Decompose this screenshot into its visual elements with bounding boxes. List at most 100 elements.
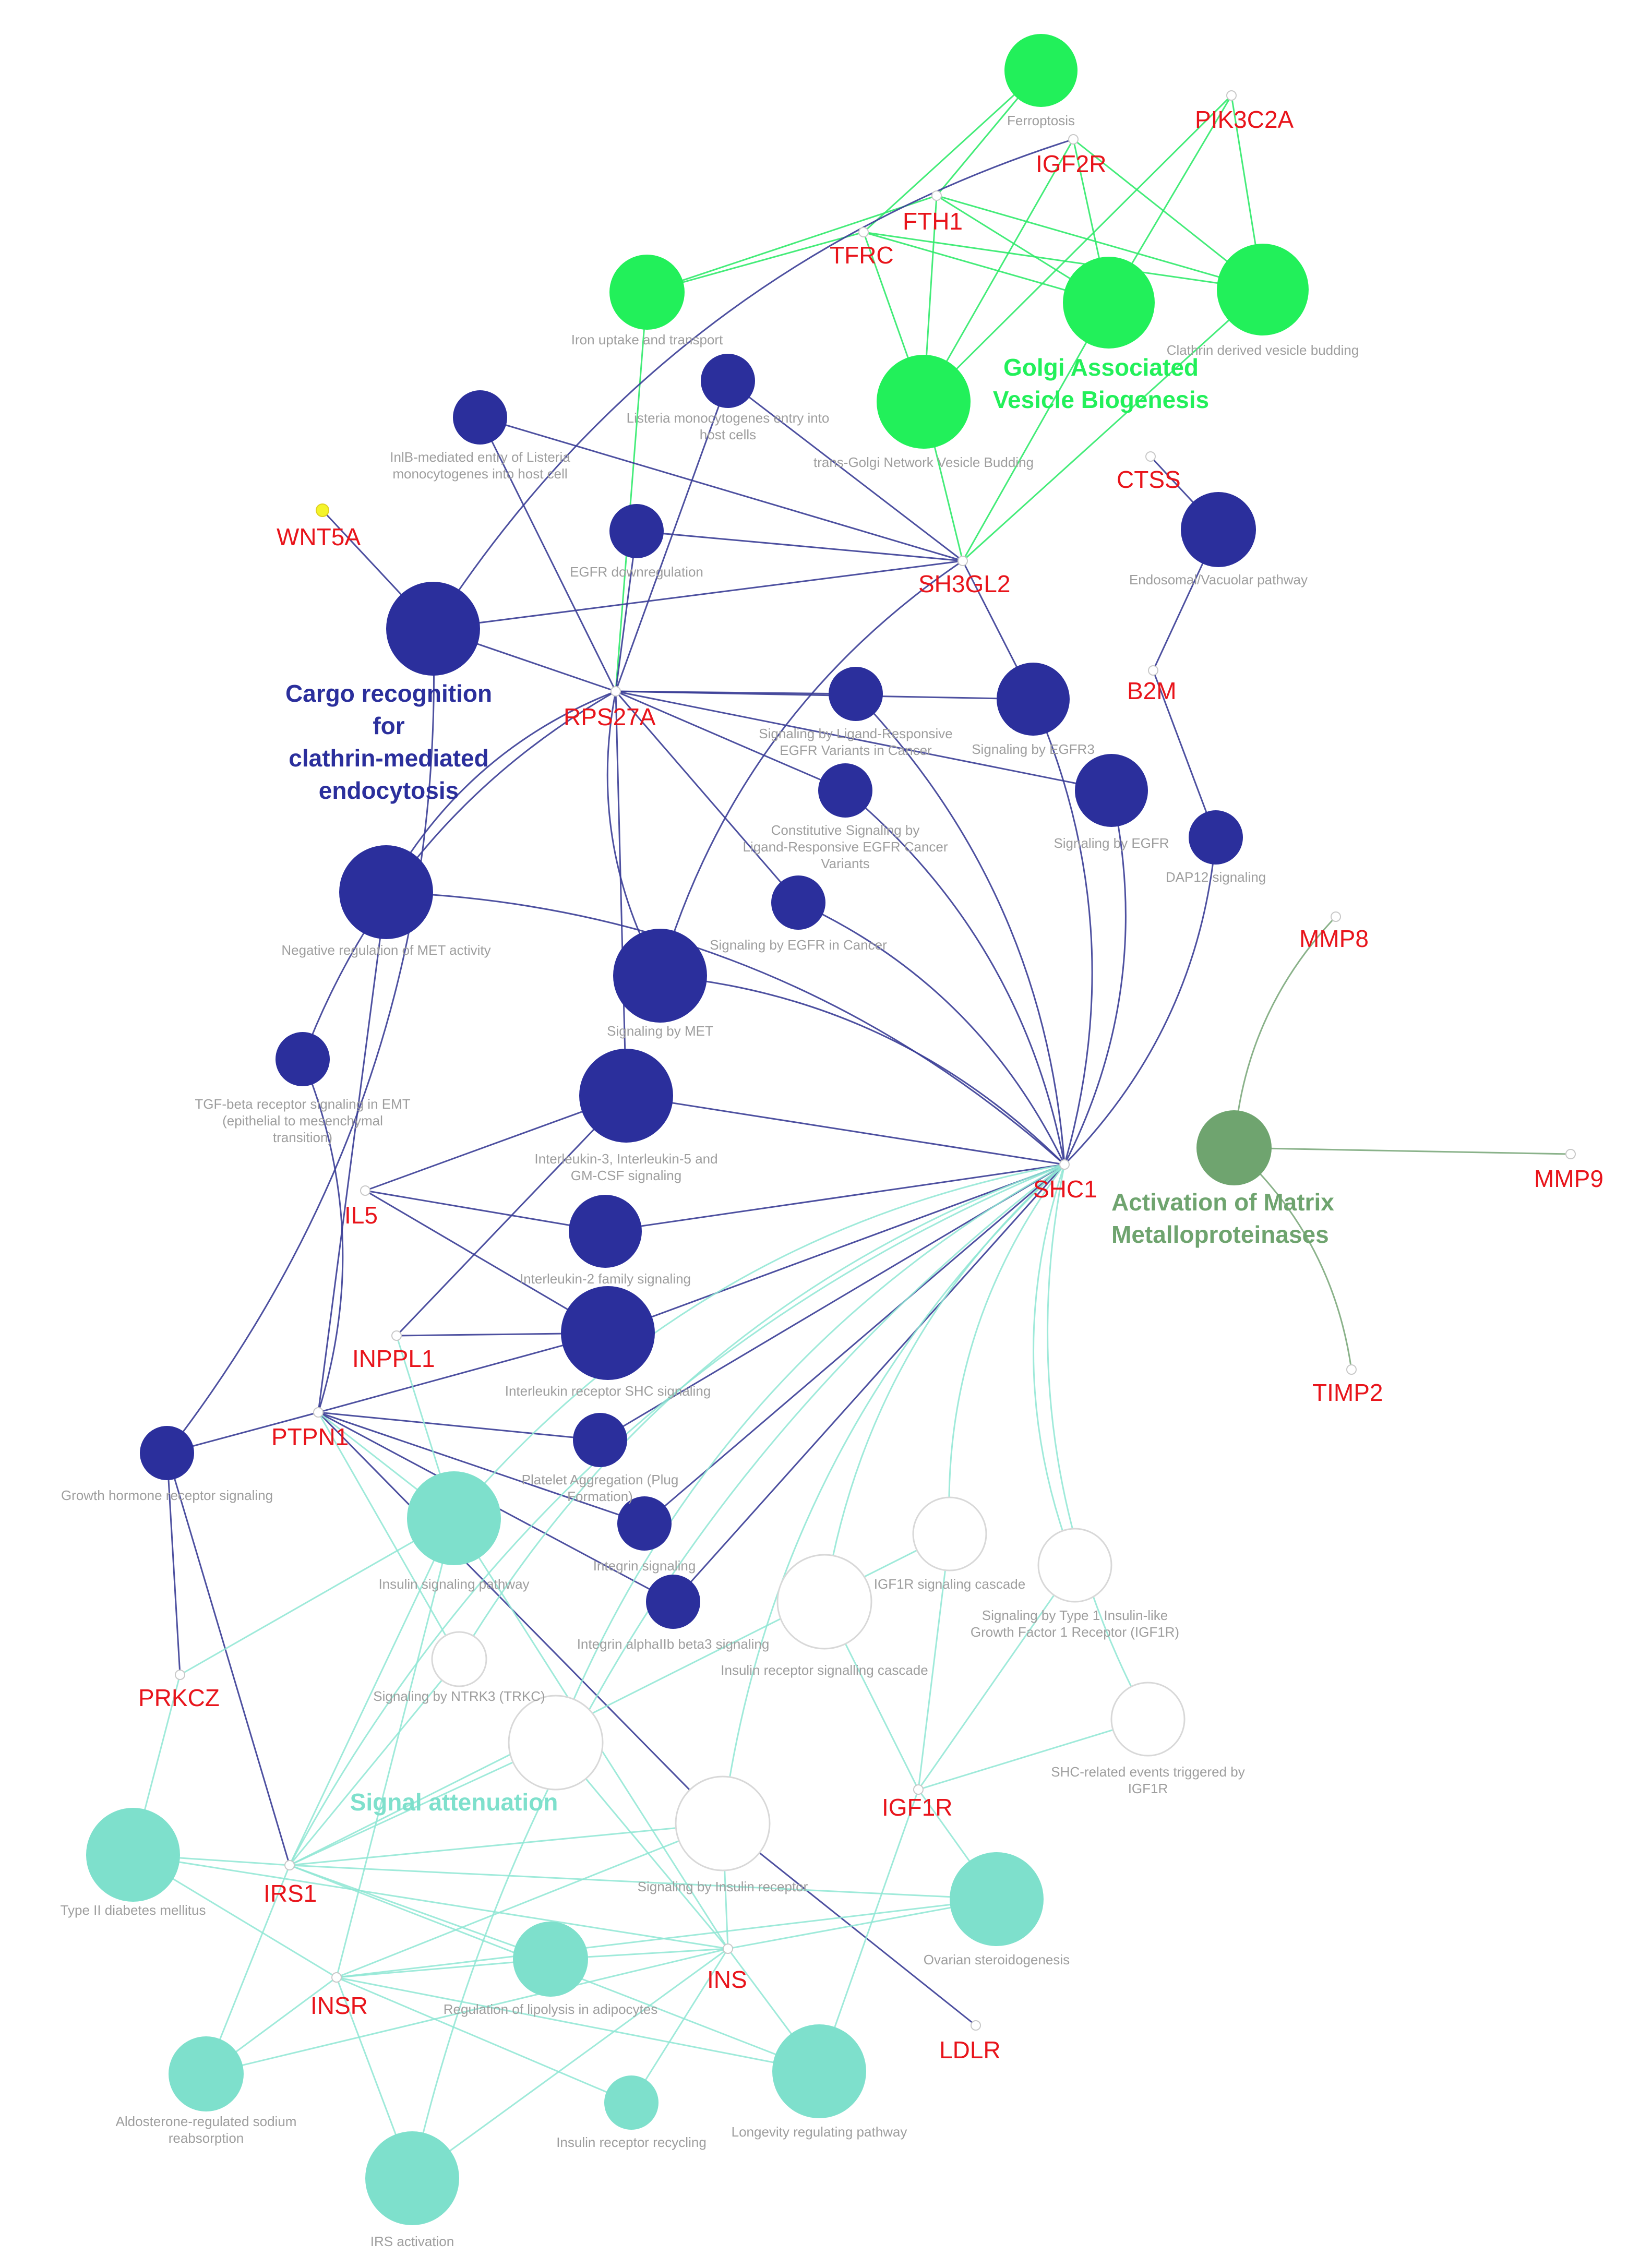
pathway-node-aldo[interactable] [169,2036,244,2111]
network-edge [647,195,937,293]
pathway-node-t2d[interactable] [86,1808,180,1902]
gene-node-insr[interactable] [331,1972,342,1983]
pathway-node-inlb[interactable] [453,390,507,445]
gene-node-pik3c2a[interactable] [1226,90,1237,101]
pathway-label-line: InlB-mediated entry of Listeria [390,449,570,465]
pathway-node-iron[interactable] [609,255,685,330]
gene-label-inppl1: INPPL1 [352,1345,435,1372]
gene-node-ctss[interactable] [1145,451,1156,462]
pathway-label-line: IRS activation [370,2234,454,2249]
pathway-node-ferroptosis[interactable] [1004,34,1078,107]
pathway-node-neg-met[interactable] [339,845,433,939]
gene-node-b2m[interactable] [1148,665,1158,676]
pathway-label-line: Signaling by Ligand-Responsive [759,726,952,741]
gene-node-inppl1[interactable] [391,1330,402,1341]
gene-node-ldlr[interactable] [971,2020,981,2031]
pathway-node-il3[interactable] [579,1049,673,1143]
pathway-label-line: transition) [273,1130,332,1145]
gene-node-igf1r[interactable] [913,1784,924,1795]
gene-node-ins[interactable] [723,1943,733,1954]
network-edge [626,1095,1065,1166]
pathway-node-ins-rec-casc[interactable] [776,1554,872,1650]
pathway-node-lipolysis[interactable] [513,1922,588,1997]
pathway-node-egfr[interactable] [1075,754,1148,827]
pathway-node-gh[interactable] [140,1426,194,1480]
pathway-node-insulin-path[interactable] [407,1471,501,1565]
pathway-node-met[interactable] [613,929,707,1023]
pathway-label-line: Longevity regulating pathway [732,2124,907,2140]
pathway-label-line: EGFR downregulation [570,564,703,580]
pathway-node-egfr3[interactable] [997,663,1070,736]
pathway-node-lig-egfr[interactable] [829,667,883,721]
pathway-node-il2[interactable] [569,1195,642,1268]
gene-label-mmp8: MMP8 [1299,925,1369,952]
pathway-node-ins-rec[interactable] [675,1775,771,1871]
gene-label-irs1: IRS1 [264,1880,317,1907]
gene-node-tfrc[interactable] [858,227,869,237]
pathway-label-line: SHC-related events triggered by [1051,1764,1244,1780]
pathway-node-const-egfr[interactable] [818,763,872,818]
pathway-node-egfr-down[interactable] [609,504,664,558]
pathway-label-line: Signaling by NTRK3 (TRKC) [373,1688,545,1704]
network-edge [863,69,1042,233]
pathway-label-line: Constitutive Signaling by [771,822,920,838]
gene-label-ins: INS [707,1966,747,1993]
pathway-node-igf1r-casc[interactable] [912,1496,987,1571]
gene-node-prkcz[interactable] [175,1670,185,1680]
network-edge [166,628,435,1454]
network-edge [1233,1147,1352,1370]
pathway-node-golgi-bud[interactable] [1063,257,1155,349]
pathway-node-endosomal[interactable] [1181,492,1256,567]
pathway-node-dap12[interactable] [1189,810,1243,865]
gene-node-sh3gl2[interactable] [957,556,968,566]
gene-node-rps27a[interactable] [610,686,621,697]
network-edge [672,1163,1066,1603]
network-edge [289,1742,556,1866]
pathway-node-listeria[interactable] [701,354,755,408]
network-edge [458,1163,1065,1660]
pathway-node-cargo[interactable] [386,582,480,676]
pathway-node-clathrin-bud[interactable] [1217,244,1309,335]
network-edge [317,1412,460,1660]
gene-node-ptpn1[interactable] [313,1407,324,1418]
pathway-node-il-shc[interactable] [561,1286,655,1380]
gene-node-igf2r[interactable] [1068,134,1079,145]
pathway-node-type1-igf[interactable] [1037,1528,1112,1603]
pathway-label-line: Ligand-Responsive EGFR Cancer [743,839,948,855]
network-edge [289,1864,997,1900]
pathway-node-integrin-ab3[interactable] [646,1575,700,1629]
network-edge [289,1822,723,1866]
pathway-node-integrin[interactable] [617,1496,672,1551]
pathway-label-line: Insulin receptor recycling [556,2134,707,2150]
pathway-node-platelet[interactable] [573,1413,627,1467]
pathway-node-tgfb[interactable] [276,1032,330,1086]
pathway-node-tgn-bud[interactable] [877,355,971,449]
gene-node-shc1[interactable] [1059,1159,1070,1170]
gene-node-il5[interactable] [360,1185,370,1196]
network-edge [845,789,1066,1165]
node-layer [86,34,1576,2225]
pathway-node-ntrk3[interactable] [431,1631,487,1687]
pathway-node-mmp-act[interactable] [1196,1110,1272,1185]
pathway-label: Interleukin-2 family signaling [520,1271,691,1287]
pathway-label: Regulation of lipolysis in adipocytes [444,2001,657,2017]
gene-node-mmp9[interactable] [1565,1149,1576,1159]
gene-node-fth1[interactable] [931,190,942,201]
gene-node-mmp8[interactable] [1331,911,1341,922]
pathway-label-line: Signaling by EGFR [1054,835,1169,851]
gene-node-timp2[interactable] [1346,1364,1357,1375]
network-edge [166,1453,291,1866]
pathway-node-longevity[interactable] [772,2024,866,2118]
network-edge [918,1718,1148,1791]
pathway-node-ins-recycling[interactable] [604,2075,659,2130]
pathway-node-irs-act[interactable] [365,2131,459,2225]
pathway-label: IGF1R signaling cascade [874,1576,1025,1592]
pathway-node-egfr-cancer[interactable] [771,875,825,930]
pathway-node-ovarian[interactable] [950,1852,1044,1946]
gene-node-wnt5a[interactable] [316,503,329,517]
gene-node-irs1[interactable] [284,1860,295,1870]
pathway-node-sig-atten[interactable] [508,1695,604,1791]
pathway-node-shc-events[interactable] [1110,1682,1186,1757]
